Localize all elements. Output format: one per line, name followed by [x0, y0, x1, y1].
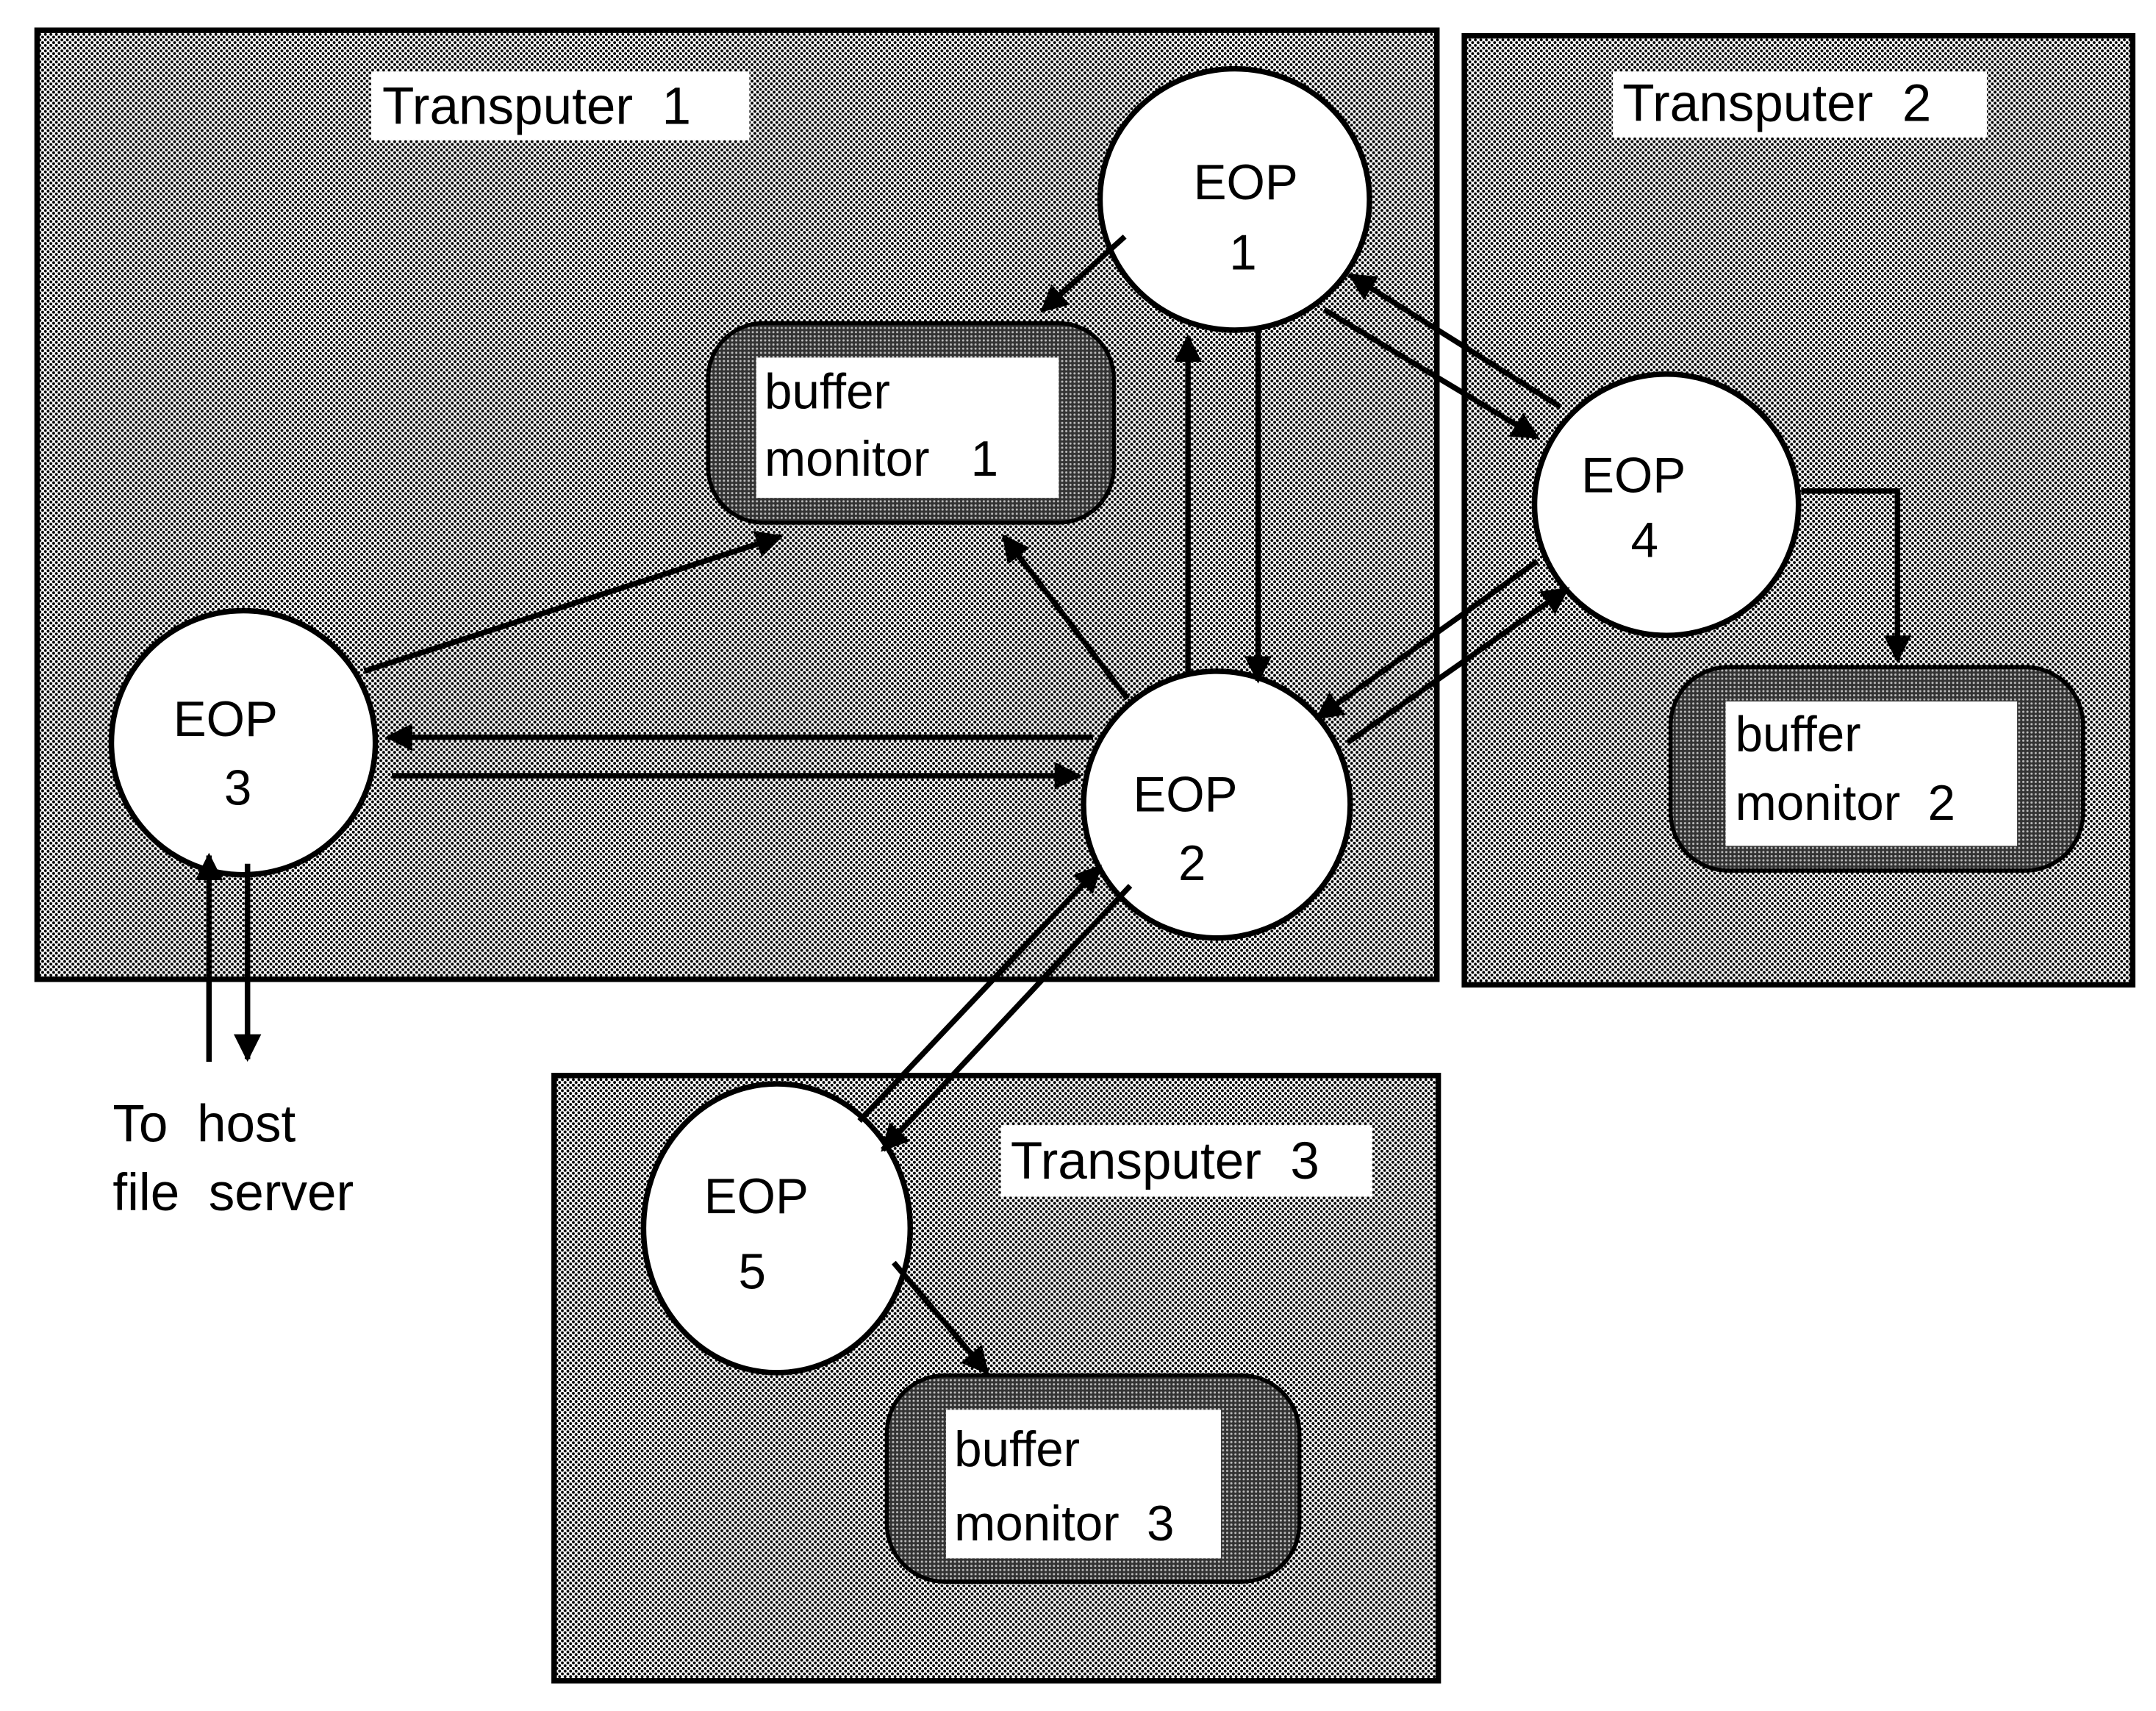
svg-text:5: 5 [738, 1245, 765, 1300]
svg-text:2: 2 [1178, 836, 1206, 891]
svg-text:EOP: EOP [1581, 449, 1686, 504]
eop-5-node: EOP 5 [640, 1081, 914, 1376]
svg-text:buffer: buffer [1736, 707, 1861, 762]
edge-eop4-to-eop1 [1347, 272, 1563, 410]
svg-text:monitor 3: monitor 3 [954, 1496, 1174, 1551]
svg-text:file server: file server [112, 1164, 354, 1222]
buffer-monitor-3: buffer monitor 3 [884, 1373, 1302, 1584]
svg-text:4: 4 [1630, 513, 1658, 568]
edge-eop3-to-bm1 [363, 531, 784, 674]
svg-text:To host: To host [112, 1096, 296, 1154]
edge-eop2-to-eop5 [881, 884, 1133, 1152]
edge-eop4-to-bm2 [1801, 488, 1912, 663]
eop-1-node: EOP 1 [1097, 65, 1372, 333]
svg-text:3: 3 [224, 760, 251, 815]
eop-4-node: EOP 4 [1531, 371, 1802, 638]
svg-text:buffer: buffer [764, 365, 890, 420]
edge-eop4-to-eop2 [1314, 559, 1539, 721]
edges [195, 234, 1912, 1375]
svg-text:1: 1 [1229, 226, 1256, 281]
transputer-2-label: Transputer 2 [1622, 75, 1931, 133]
eop-2-node: EOP 2 [1081, 668, 1353, 941]
edge-eop1-to-bm1 [1040, 234, 1127, 313]
svg-text:EOP: EOP [704, 1169, 809, 1224]
eop-3-node: EOP 3 [108, 607, 379, 878]
host-file-server-label: To host file server [112, 1096, 354, 1223]
transputer-3-label: Transputer 3 [1011, 1132, 1319, 1190]
svg-text:monitor 1: monitor 1 [764, 432, 998, 487]
transputer-3-box: Transputer 3 [551, 1073, 1441, 1684]
transputer-1-label: Transputer 1 [382, 77, 691, 135]
svg-text:buffer: buffer [954, 1422, 1080, 1477]
svg-text:EOP: EOP [1133, 768, 1237, 823]
edge-eop2-to-eop4 [1345, 586, 1570, 746]
edge-eop5-to-bm3 [891, 1260, 989, 1375]
buffer-monitor-1: buffer monitor 1 [706, 321, 1116, 525]
svg-text:EOP: EOP [173, 692, 278, 747]
svg-text:monitor 2: monitor 2 [1736, 776, 1955, 831]
edge-eop5-to-eop2 [857, 864, 1103, 1124]
buffer-monitor-2: buffer monitor 2 [1668, 665, 2085, 873]
edge-eop2-to-bm1 [1001, 534, 1130, 701]
svg-text:EOP: EOP [1194, 155, 1298, 210]
edge-eop1-to-eop4 [1322, 307, 1540, 440]
